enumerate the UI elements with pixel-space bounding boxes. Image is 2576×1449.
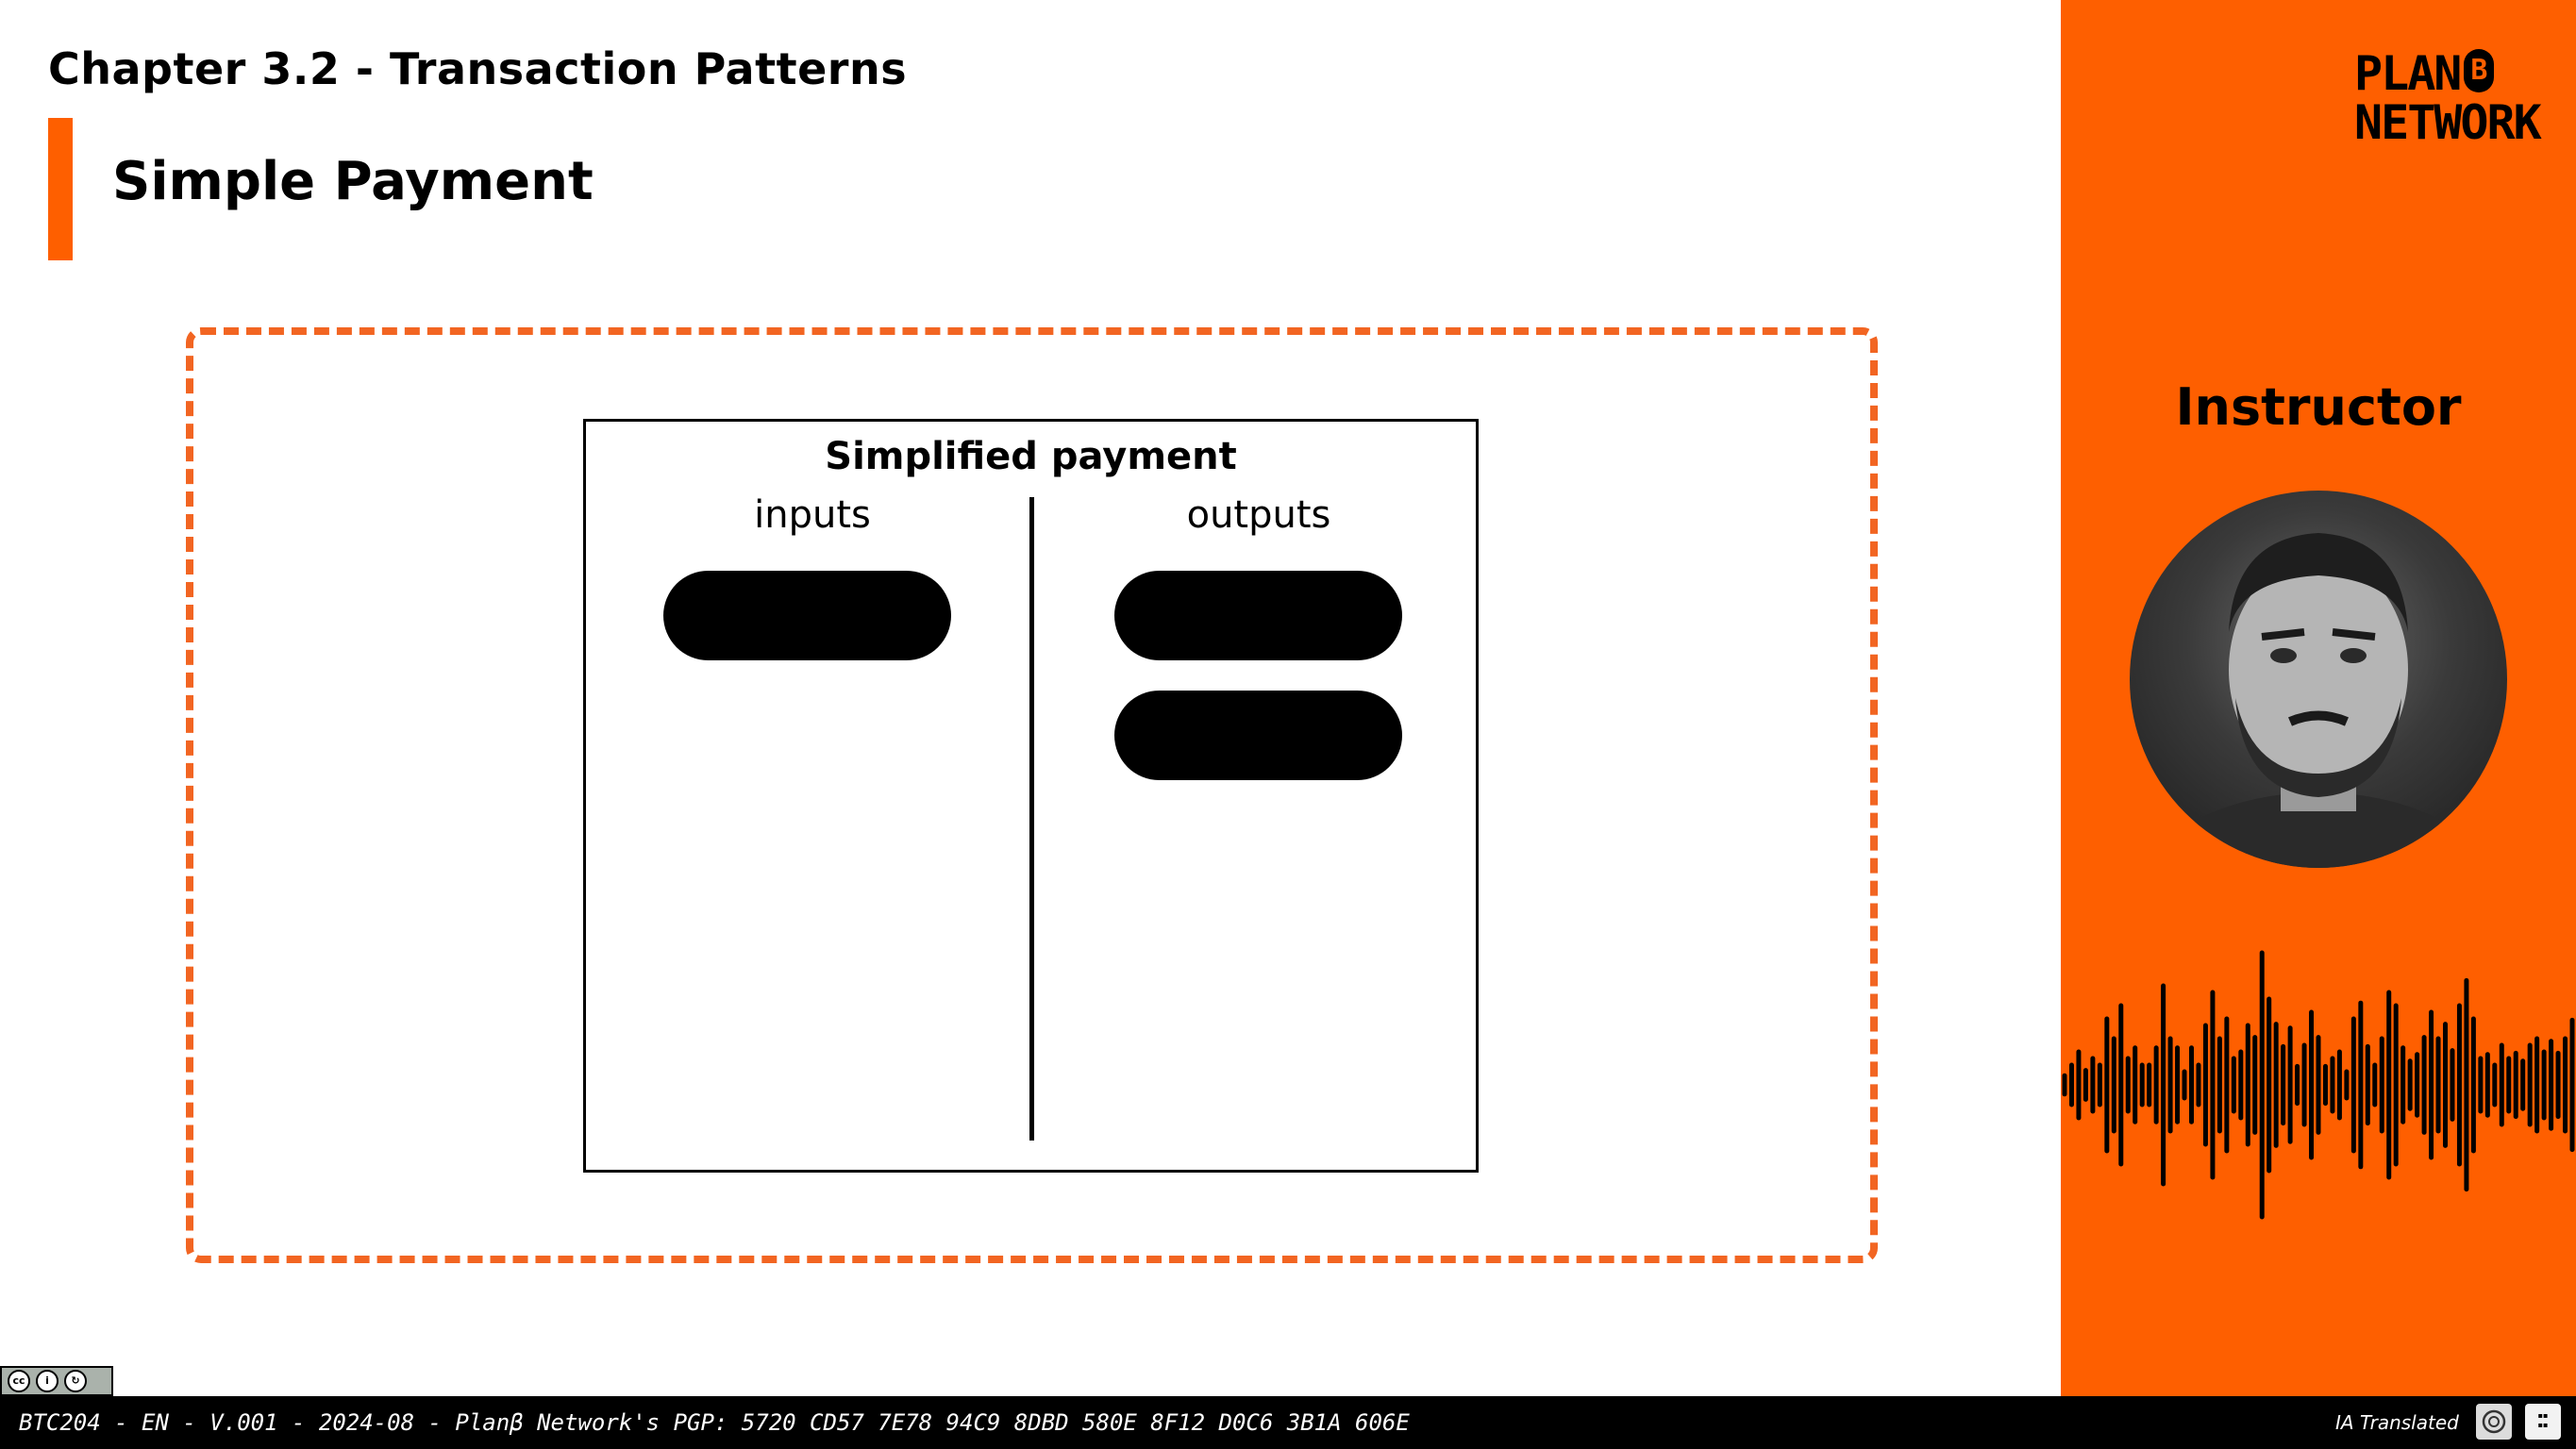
- logo-b-mark: B: [2464, 49, 2495, 92]
- io-divider: [1029, 497, 1034, 1141]
- instructor-avatar: [2130, 491, 2507, 868]
- transaction-diagram: Simplified payment inputs outputs: [583, 419, 1479, 1173]
- lab-logo-icon: ▪▪▪▪: [2525, 1404, 2561, 1440]
- output-pill: [1114, 691, 1402, 780]
- chapter-heading: Chapter 3.2 - Transaction Patterns: [48, 43, 908, 94]
- avatar-portrait: [2146, 533, 2491, 868]
- by-icon: i: [36, 1370, 59, 1392]
- logo-line2: NETWORK: [2354, 95, 2542, 150]
- logo-line1: PLAN: [2354, 46, 2462, 101]
- diagram-title: Simplified payment: [825, 435, 1237, 478]
- input-pill: [663, 571, 951, 660]
- diagram-frame: [186, 327, 1878, 1263]
- output-pill: [1114, 571, 1402, 660]
- sa-icon: ↻: [64, 1370, 87, 1392]
- footer-bar: BTC204 - EN - V.001 - 2024-08 - Planβ Ne…: [0, 1396, 2576, 1449]
- openai-icon: [2476, 1404, 2512, 1440]
- audio-waveform: [2062, 950, 2575, 1220]
- license-badge: cc i ↻: [0, 1366, 113, 1396]
- ia-translated-label: IA Translated: [2335, 1411, 2459, 1434]
- inputs-label: inputs: [754, 493, 871, 537]
- title-accent-bar: [48, 118, 73, 260]
- slide-title: Simple Payment: [112, 151, 594, 212]
- cc-icon: cc: [8, 1370, 30, 1392]
- outputs-label: outputs: [1186, 493, 1331, 537]
- instructor-label: Instructor: [2175, 377, 2462, 437]
- footer-info: BTC204 - EN - V.001 - 2024-08 - Planβ Ne…: [19, 1409, 1410, 1436]
